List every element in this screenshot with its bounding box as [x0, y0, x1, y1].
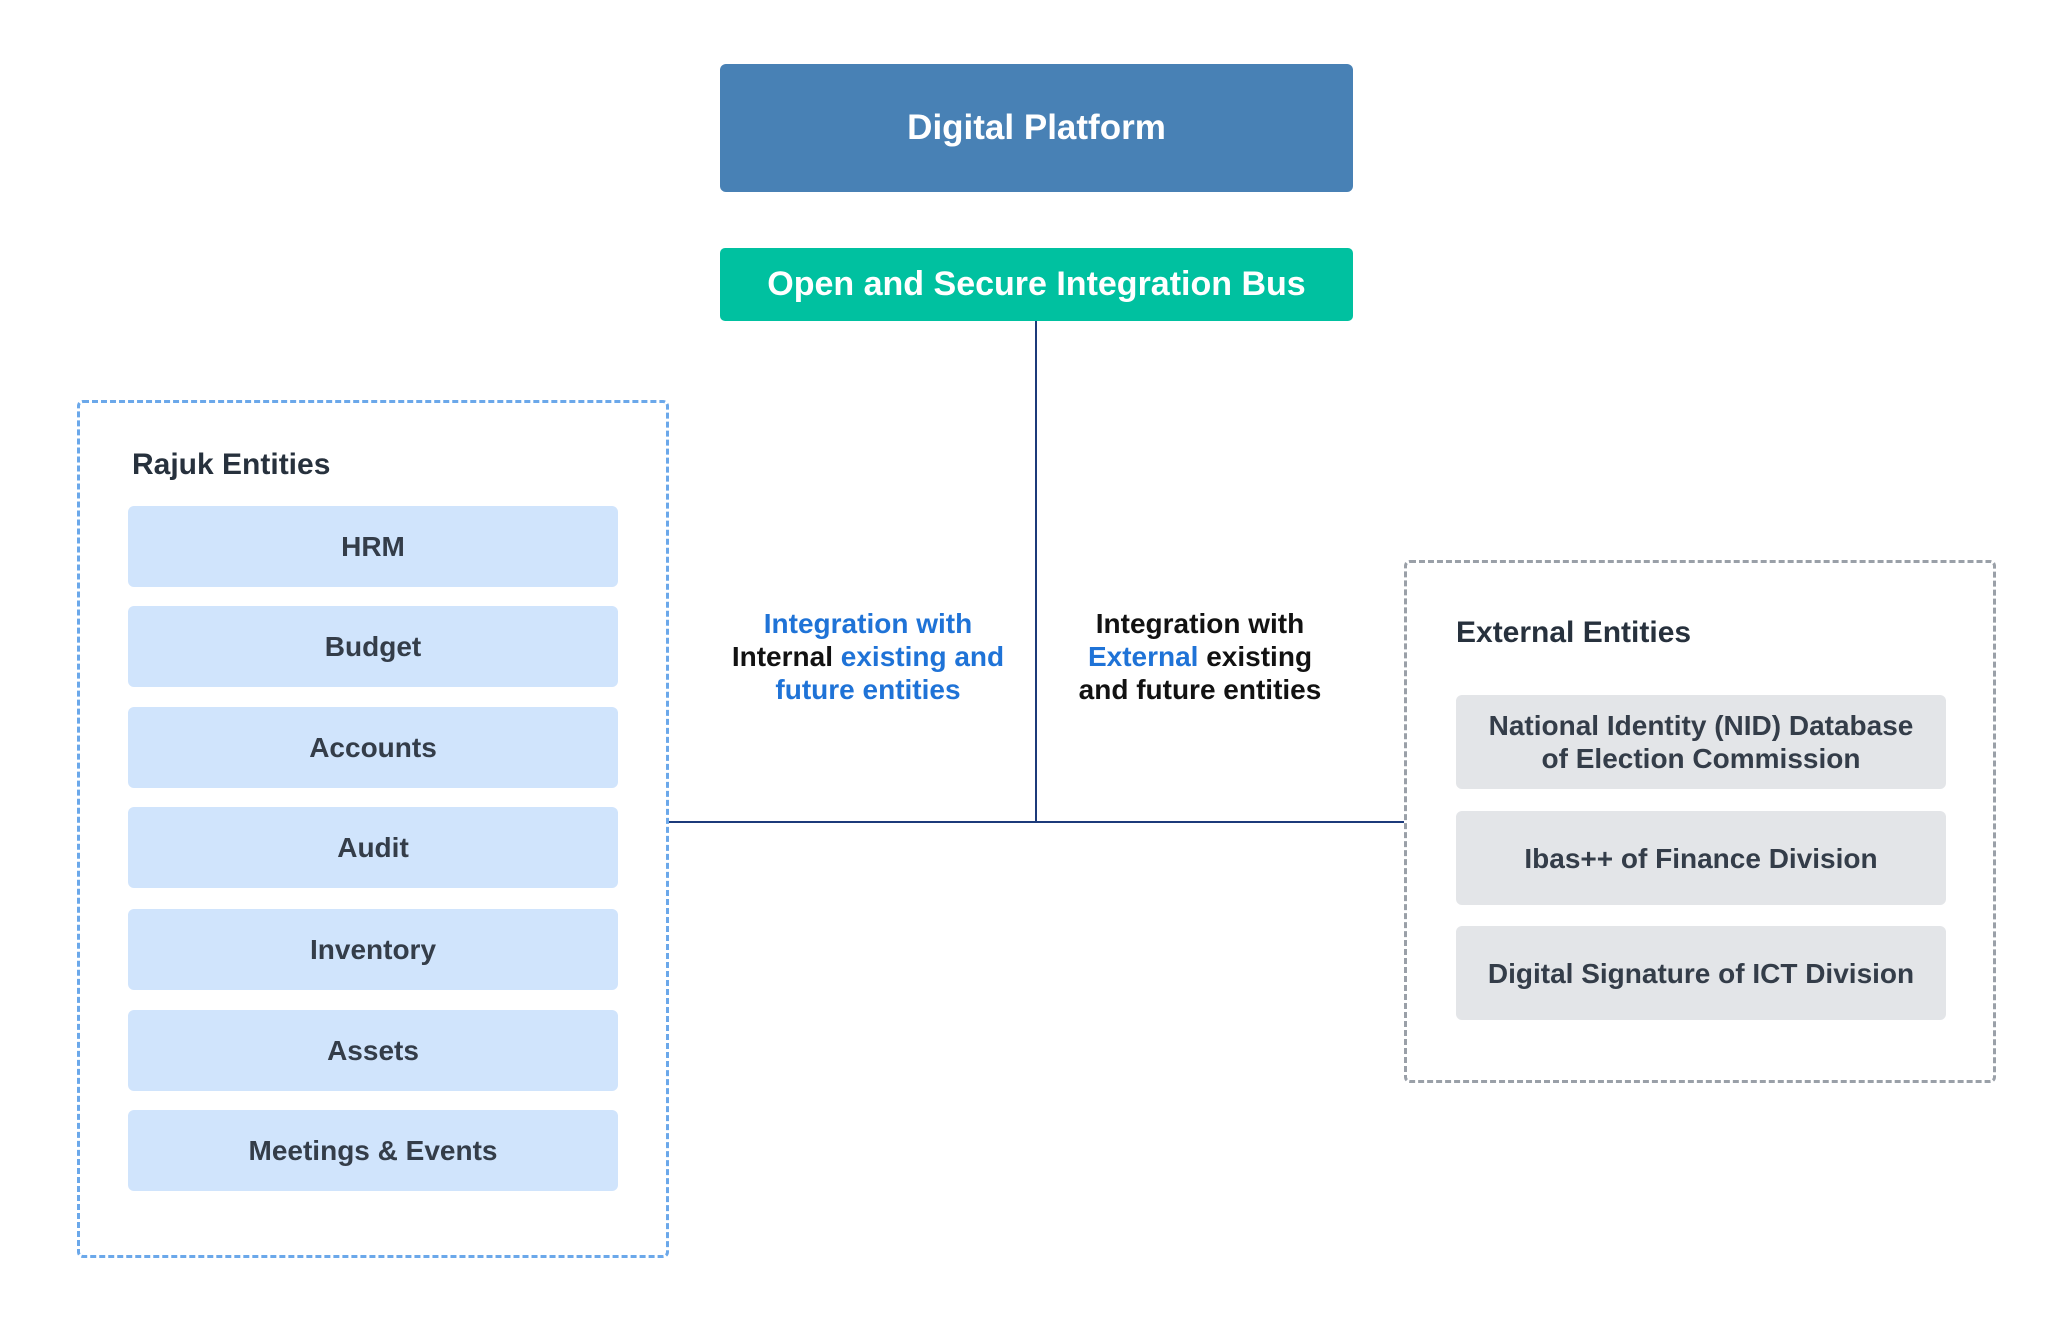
external-entity-label: Ibas++ of Finance Division	[1524, 842, 1878, 874]
rajuk-entity-assets: Assets	[128, 1010, 618, 1091]
external-entity-label: National Identity (NID) Database of Elec…	[1488, 710, 1914, 774]
external-entities-group	[1404, 560, 1996, 1083]
external-integration-note: Integration with External existing and f…	[1050, 607, 1350, 706]
rajuk-entity-label: Budget	[324, 630, 422, 662]
internal-integration-note: Integration with Internal existing and f…	[718, 607, 1018, 706]
external-note-plain: existing	[1206, 641, 1313, 672]
rajuk-entity-accounts: Accounts	[128, 707, 618, 788]
external-note-line3: and future entities	[1078, 674, 1322, 705]
internal-note-line2: Internal existing and	[718, 640, 1018, 673]
integration-bus-box: Open and Secure Integration Bus	[720, 248, 1353, 321]
external-note-line2: External existing	[1050, 640, 1350, 673]
rajuk-entity-meetings-events: Meetings & Events	[128, 1110, 618, 1191]
rajuk-entity-inventory: Inventory	[128, 909, 618, 990]
rajuk-entity-label: Accounts	[309, 731, 437, 763]
rajuk-entity-label: Assets	[327, 1034, 419, 1066]
rajuk-entity-label: HRM	[341, 530, 405, 562]
external-entity-nid-database: National Identity (NID) Database of Elec…	[1456, 695, 1946, 789]
internal-note-plain: Internal	[731, 641, 833, 672]
rajuk-entity-hrm: HRM	[128, 506, 618, 587]
rajuk-entity-label: Audit	[337, 831, 409, 863]
rajuk-entity-label: Inventory	[309, 933, 437, 965]
integration-bus-label: Open and Secure Integration Bus	[767, 265, 1306, 303]
external-note-line1: Integration with	[1095, 608, 1305, 639]
digital-platform-box: Digital Platform	[720, 64, 1353, 192]
internal-note-highlight: existing and	[840, 641, 1005, 672]
internal-note-line3: future entities	[775, 674, 961, 705]
internal-note-line1: Integration with	[763, 608, 973, 639]
rajuk-entities-title: Rajuk Entities	[132, 448, 331, 481]
external-entity-label: Digital Signature of ICT Division	[1487, 957, 1915, 989]
rajuk-entity-label: Meetings & Events	[248, 1134, 498, 1166]
external-entity-digital-signature: Digital Signature of ICT Division	[1456, 926, 1946, 1020]
external-note-highlight: External	[1087, 641, 1199, 672]
rajuk-entity-audit: Audit	[128, 807, 618, 888]
external-entity-ibas: Ibas++ of Finance Division	[1456, 811, 1946, 905]
digital-platform-label: Digital Platform	[907, 108, 1166, 147]
rajuk-entities-group	[77, 400, 669, 1258]
external-entities-title: External Entities	[1456, 616, 1692, 649]
rajuk-entity-budget: Budget	[128, 606, 618, 687]
